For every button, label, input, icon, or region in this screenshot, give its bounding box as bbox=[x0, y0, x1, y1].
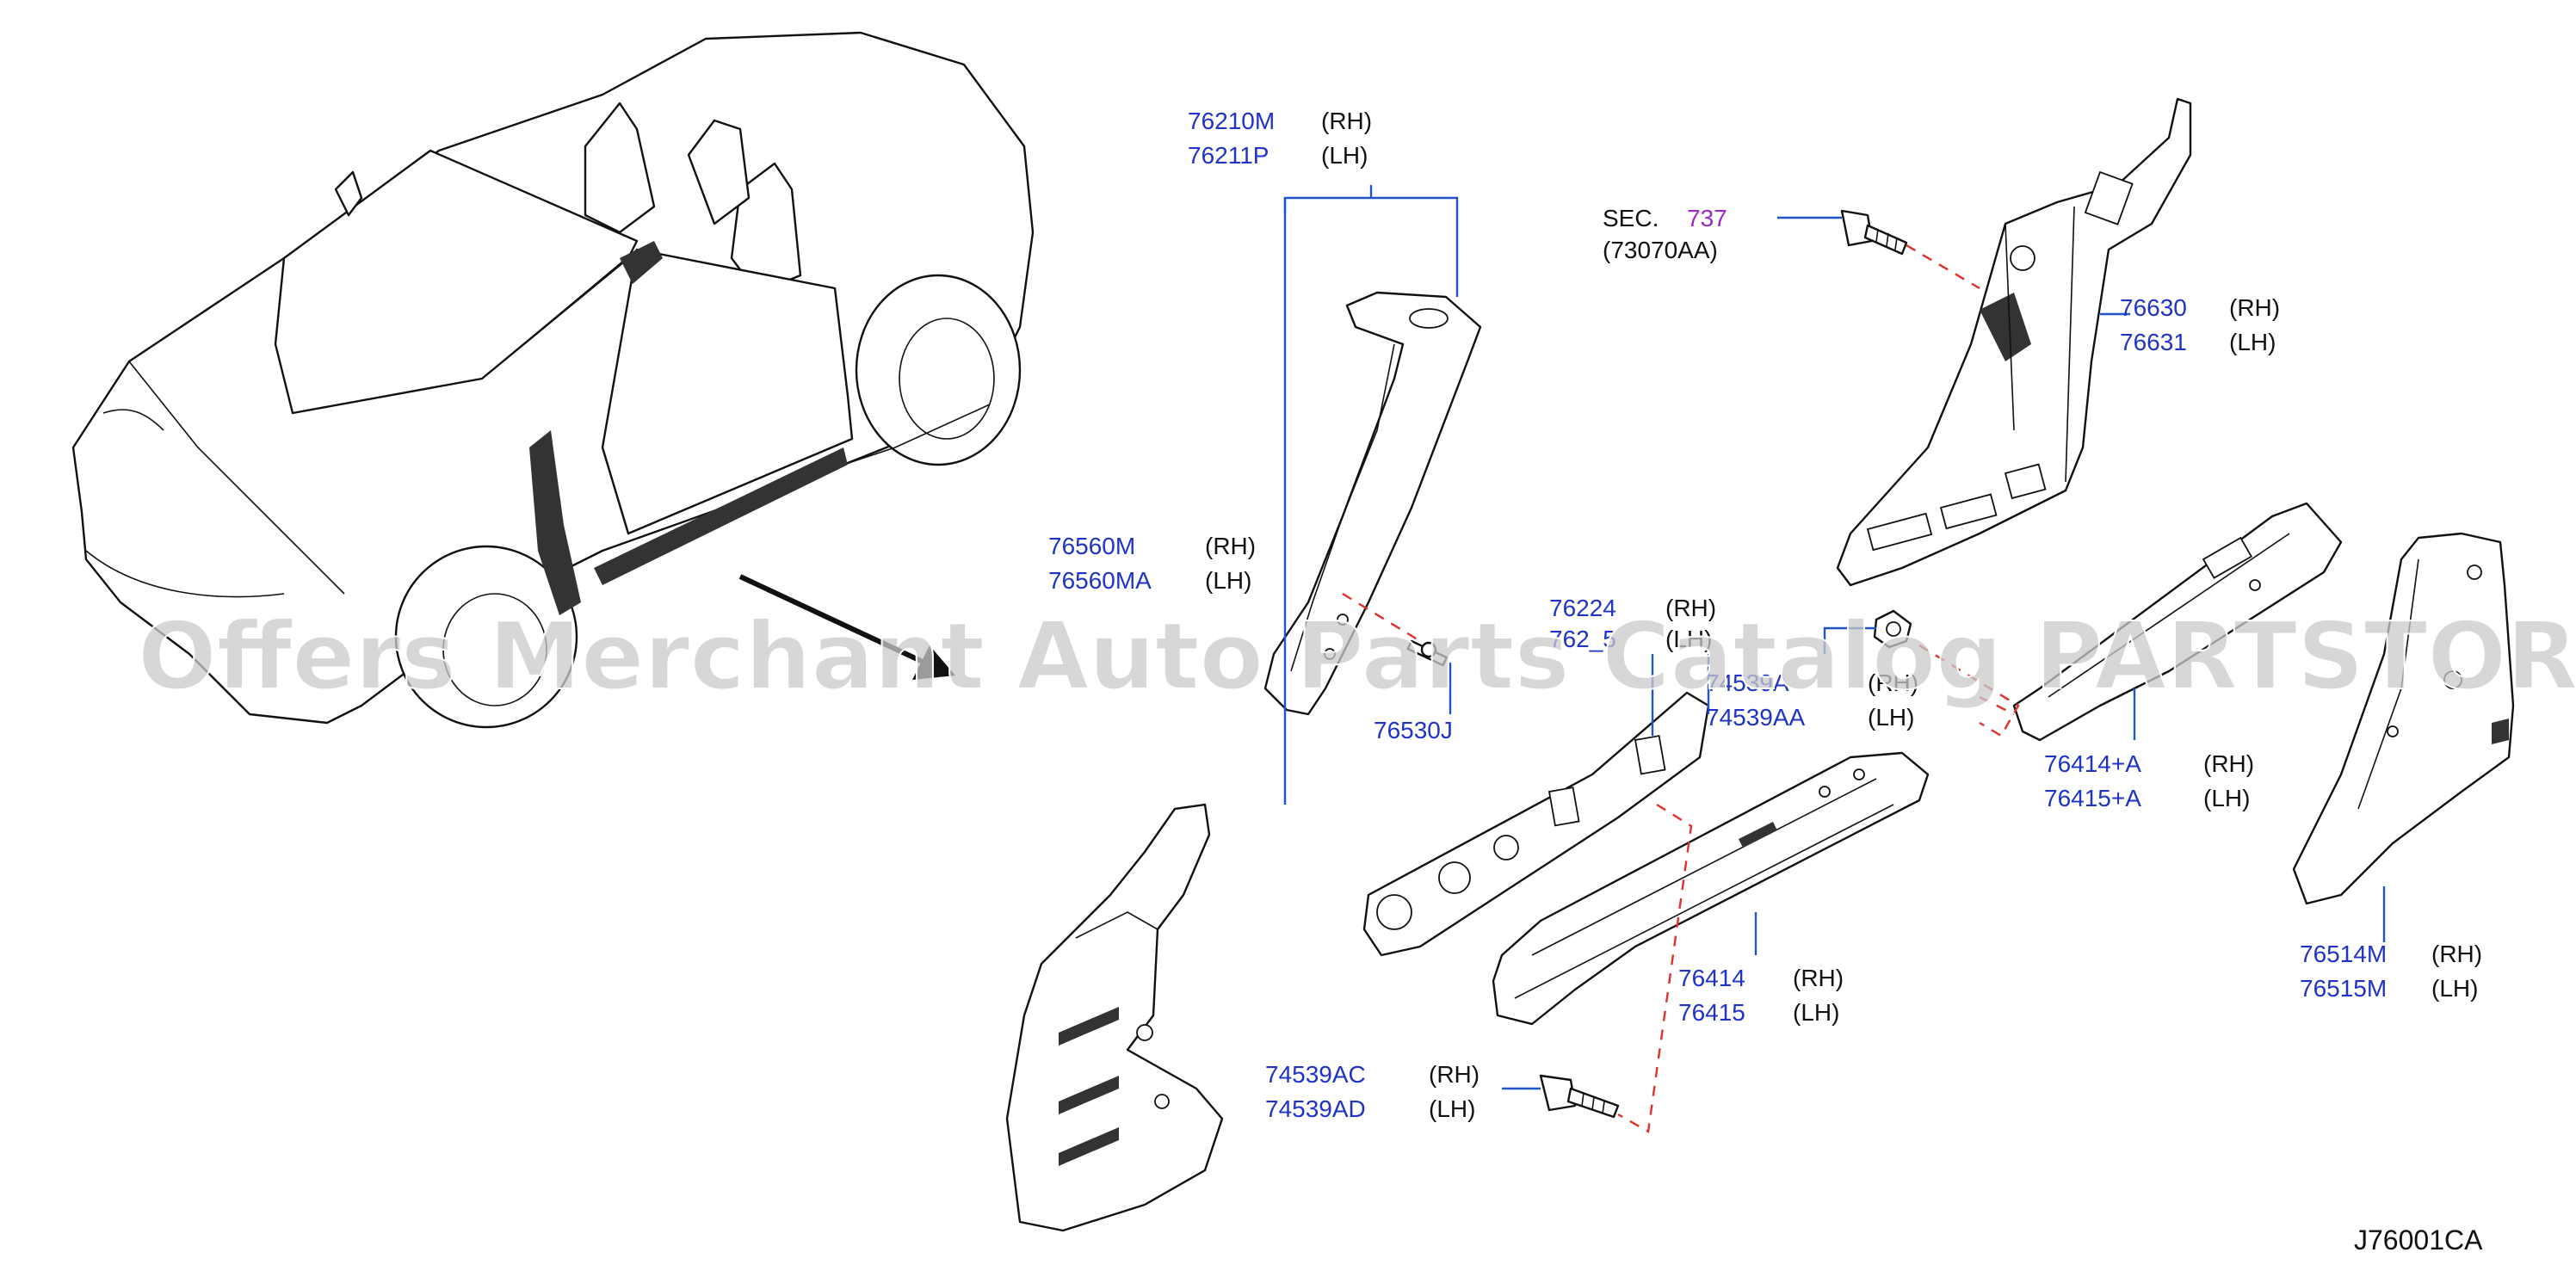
label-h-rh[interactable]: 76414 bbox=[1678, 965, 1745, 991]
label-b-lh-side: (LH) bbox=[1205, 567, 1251, 594]
leader-lines bbox=[1283, 185, 2386, 1090]
label-j-lh[interactable]: 76515M bbox=[2300, 975, 2387, 1002]
label-b-rh-side: (RH) bbox=[1205, 533, 1256, 559]
part-bolt-upper bbox=[1840, 209, 1908, 256]
label-a-rh[interactable]: 76210M bbox=[1188, 108, 1275, 134]
label-e-lh-side: (LH) bbox=[1868, 704, 1914, 731]
alignment-dashes bbox=[1342, 244, 2020, 1133]
label-h-lh-side: (LH) bbox=[1793, 999, 1839, 1026]
part-lower-pillar bbox=[1005, 803, 1224, 1232]
label-e-rh-side: (RH) bbox=[1868, 669, 1918, 696]
part-sill-inner bbox=[1492, 751, 1930, 1026]
part-rear-pillar bbox=[1836, 97, 2192, 587]
diagram-code: J76001CA bbox=[2354, 1225, 2483, 1255]
car-overview bbox=[71, 31, 1035, 729]
part-bolt-lower bbox=[1539, 1074, 1620, 1119]
part-pin bbox=[1406, 639, 1448, 667]
part-sill-extension bbox=[2012, 502, 2343, 742]
part-rear-wheelhouse bbox=[2292, 532, 2515, 905]
label-a-rh-side: (RH) bbox=[1321, 108, 1372, 134]
watermark: Offers Merchant Auto Parts Catalog PARTS… bbox=[138, 603, 2576, 711]
label-a-lh[interactable]: 76211P bbox=[1188, 142, 1269, 169]
label-i-rh[interactable]: 74539AC bbox=[1265, 1061, 1366, 1088]
label-d[interactable]: 76530J bbox=[1374, 717, 1453, 743]
label-g-lh-side: (LH) bbox=[2203, 785, 2250, 811]
section-number[interactable]: 737 bbox=[1687, 205, 1727, 231]
label-f-lh-side: (LH) bbox=[2229, 329, 2276, 355]
label-e-lh[interactable]: 74539AA bbox=[1706, 704, 1806, 731]
label-f-rh-side: (RH) bbox=[2229, 294, 2280, 321]
label-i-lh-side: (LH) bbox=[1429, 1095, 1475, 1122]
label-j-rh[interactable]: 76514M bbox=[2300, 941, 2387, 967]
label-b-rh[interactable]: 76560M bbox=[1048, 533, 1135, 559]
label-i-rh-side: (RH) bbox=[1429, 1061, 1480, 1088]
part-upper-pillar bbox=[1263, 291, 1482, 716]
label-j-lh-side: (LH) bbox=[2431, 975, 2478, 1002]
section-sub: (73070AA) bbox=[1603, 237, 1718, 263]
label-g-rh[interactable]: 76414+A bbox=[2044, 750, 2141, 777]
label-c-rh-side: (RH) bbox=[1665, 595, 1716, 621]
label-h-rh-side: (RH) bbox=[1793, 965, 1844, 991]
label-g-rh-side: (RH) bbox=[2203, 750, 2254, 777]
label-g-lh[interactable]: 76415+A bbox=[2044, 785, 2141, 811]
label-e-rh[interactable]: 74539A bbox=[1706, 669, 1789, 696]
label-f-rh[interactable]: 76630 bbox=[2120, 294, 2187, 321]
label-c-lh-side: (LH) bbox=[1665, 626, 1712, 652]
label-f-lh[interactable]: 76631 bbox=[2120, 329, 2187, 355]
section-prefix: SEC. bbox=[1603, 205, 1659, 231]
label-i-lh[interactable]: 74539AD bbox=[1265, 1095, 1366, 1122]
label-b-lh[interactable]: 76560MA bbox=[1048, 567, 1152, 594]
label-h-lh[interactable]: 76415 bbox=[1678, 999, 1745, 1026]
label-j-rh-side: (RH) bbox=[2431, 941, 2482, 967]
label-a-lh-side: (LH) bbox=[1321, 142, 1368, 169]
part-reinforcement-plate bbox=[1362, 691, 1710, 957]
label-c-rh[interactable]: 76224 bbox=[1549, 595, 1616, 621]
label-c-lh[interactable]: 762_5 bbox=[1549, 626, 1616, 652]
part-bolt-middle bbox=[1873, 609, 1912, 649]
